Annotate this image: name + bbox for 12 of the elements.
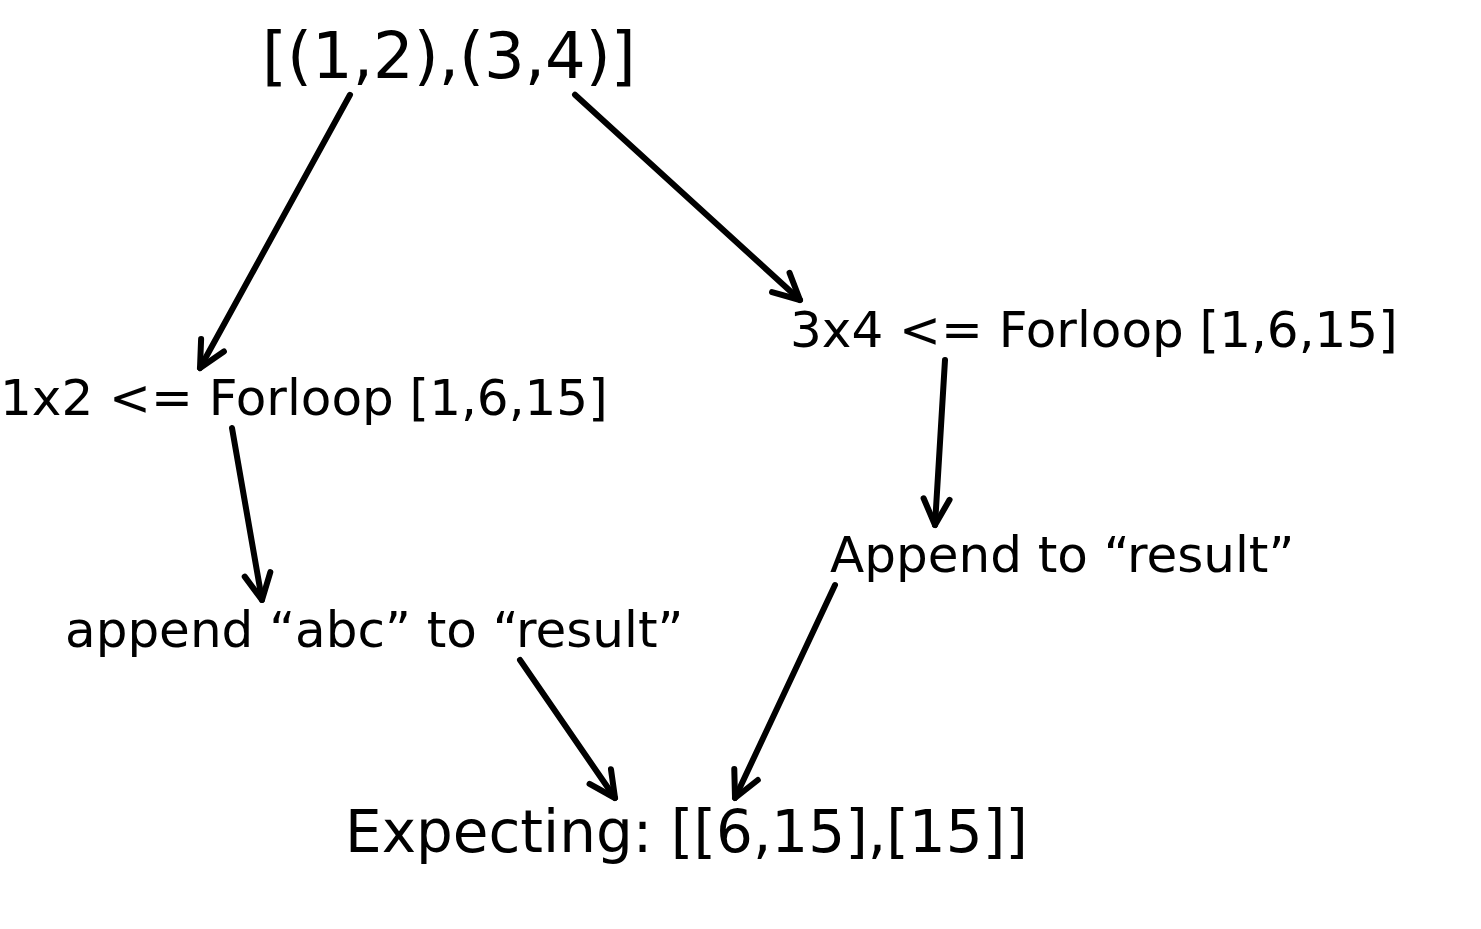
arrow bbox=[731, 582, 838, 801]
loop-step-text: 1x2 <= Forloop [1,6,15] bbox=[0, 368, 608, 428]
arrow bbox=[920, 357, 953, 528]
arrow bbox=[197, 91, 353, 371]
append-step-text: append “abc” to “result” bbox=[65, 600, 684, 660]
arrow bbox=[229, 425, 274, 603]
expected-result-text: Expecting: [[6,15],[15]] bbox=[345, 798, 1028, 868]
loop-step-text: 3x4 <= Forloop [1,6,15] bbox=[790, 300, 1398, 360]
arrow bbox=[517, 657, 618, 801]
arrow bbox=[572, 91, 803, 303]
list-literal-text: [(1,2),(3,4)] bbox=[262, 18, 636, 95]
append-step-text: Append to “result” bbox=[830, 525, 1295, 585]
